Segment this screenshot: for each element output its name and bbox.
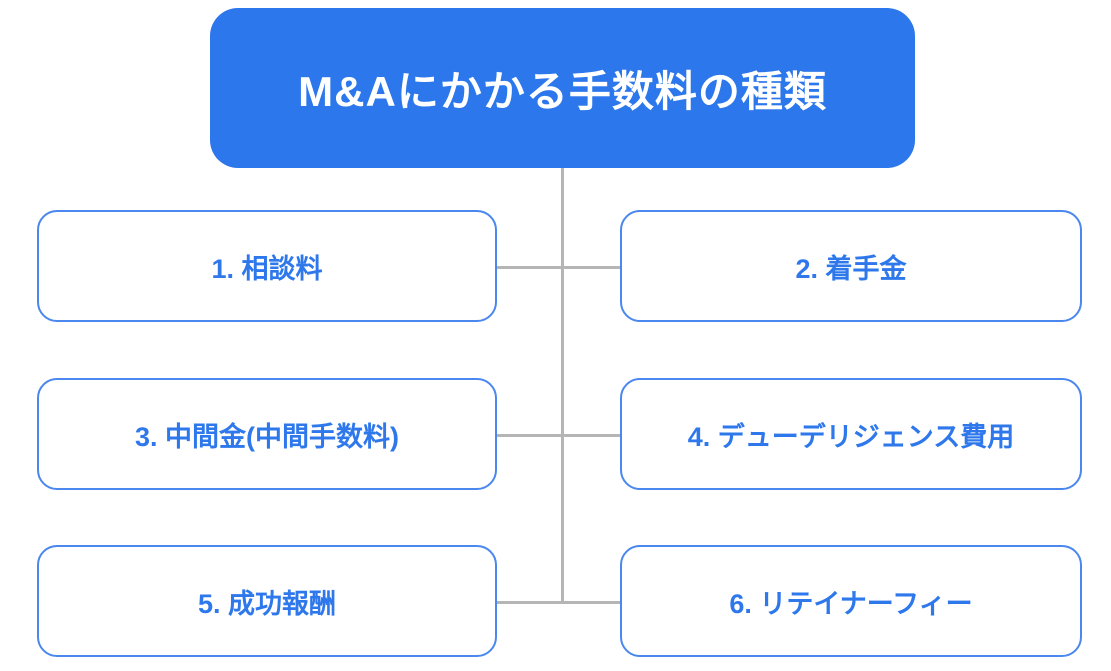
connector-row3-line — [497, 601, 620, 604]
node-label: 2. 着手金 — [795, 253, 907, 284]
node-label: 1. 相談料 — [211, 253, 323, 284]
node-due-diligence-cost: 4. デューデリジェンス費用 — [620, 378, 1082, 490]
connector-row1-line — [497, 266, 620, 269]
node-success-fee: 5. 成功報酬 — [37, 545, 497, 657]
diagram-title: M&Aにかかる手数料の種類 — [298, 67, 827, 115]
node-consultation-fee: 1. 相談料 — [37, 210, 497, 322]
node-label: 5. 成功報酬 — [197, 588, 337, 619]
node-label: 4. デューデリジェンス費用 — [687, 421, 1015, 452]
diagram-header: M&Aにかかる手数料の種類 — [210, 8, 915, 168]
connector-row2-line — [497, 434, 620, 437]
node-initial-fee: 2. 着手金 — [620, 210, 1082, 322]
node-label: 6. リテイナーフィー — [729, 588, 973, 619]
node-interim-fee: 3. 中間金(中間手数料) — [37, 378, 497, 490]
connector-vertical-line — [561, 168, 564, 603]
node-retainer-fee: 6. リテイナーフィー — [620, 545, 1082, 657]
node-label: 3. 中間金(中間手数料) — [134, 421, 399, 452]
